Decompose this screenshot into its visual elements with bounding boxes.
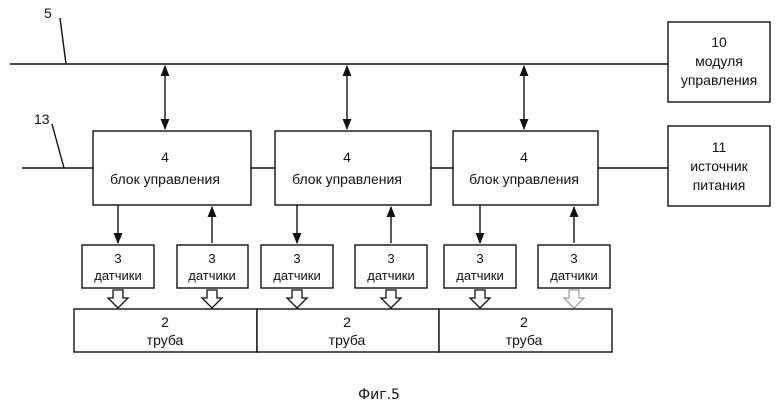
control-block-1-label: блок управления [110,171,220,187]
control-block-2-number: 4 [343,149,351,165]
power-source-line1: источник [690,158,748,174]
control-module-line1: модуля [695,53,743,69]
sensor-1-number: 3 [114,251,121,266]
control-block-3-box [453,131,598,205]
power-source: 11 источник питания [668,126,770,206]
sensor-6-number: 3 [570,251,577,266]
control-module-line2: управления [681,72,757,88]
sensor-1: 3 датчики [82,245,154,288]
bus-5-label: 5 [44,5,52,21]
power-source-number: 11 [712,139,727,155]
sensor-2-label: датчики [188,268,235,283]
control-block-3: 4 блок управления [453,131,598,205]
control-module-number: 10 [711,34,727,50]
bus-13-label: 13 [34,111,50,127]
sensor-6: 3 датчики [538,245,610,288]
control-block-3-number: 4 [520,149,528,165]
control-block-2: 4 блок управления [275,131,431,205]
pipe-2-label: труба [329,332,366,348]
sensor-2: 3 датчики [177,245,248,288]
control-block-1: 4 блок управления [93,131,251,205]
bus-13-leader [52,124,64,168]
sensor-6-label: датчики [550,268,597,283]
sensor-5-number: 3 [476,251,483,266]
sensor-3: 3 датчики [261,245,333,288]
pipe-2: 2 труба [257,309,439,352]
pipe-1: 2 труба [74,309,257,352]
control-block-1-number: 4 [161,149,169,165]
bus-5-leader [60,18,66,64]
pipe-3: 2 труба [439,309,612,352]
sensor-3-number: 3 [293,251,300,266]
control-block-2-box [275,131,431,205]
figure-caption: Фиг.5 [358,387,400,403]
pipe-3-label: труба [506,332,543,348]
sensor-4-number: 3 [387,251,394,266]
sensor-3-label: датчики [273,268,320,283]
hollow-arrow-3 [287,290,307,308]
hollow-arrow-4 [381,290,401,308]
hollow-arrow-2 [202,290,222,308]
control-block-2-label: блок управления [292,171,402,187]
sensor-5-label: датчики [456,268,503,283]
sensor-4-label: датчики [367,268,414,283]
bus-5: 5 [10,5,668,64]
hollow-arrow-5 [470,290,490,308]
control-block-3-label: блок управления [469,171,579,187]
pipe-1-label: труба [147,332,184,348]
control-module: 10 модуля управления [668,22,770,102]
sensor-2-number: 3 [208,251,215,266]
pipe-3-number: 2 [520,314,528,330]
sensor-1-label: датчики [94,268,141,283]
control-block-1-box [93,131,251,205]
hollow-arrow-1 [108,290,128,308]
sensor-5: 3 датчики [444,245,516,288]
sensor-4: 3 датчики [355,245,427,288]
hollow-arrow-6 [564,290,584,308]
pipe-1-number: 2 [161,314,169,330]
pipe-2-number: 2 [343,314,351,330]
power-source-line2: питания [693,177,746,193]
